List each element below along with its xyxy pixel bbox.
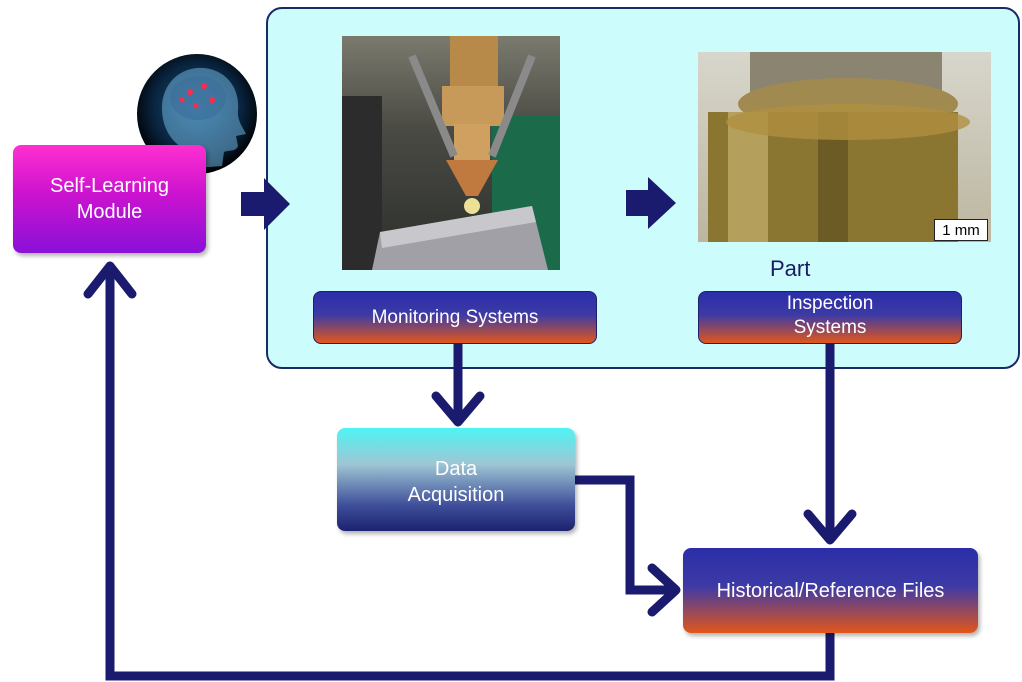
part-label: Part [770, 256, 811, 281]
data-acquisition-box: Data Acquisition [337, 428, 575, 531]
data-acquisition-label: Data Acquisition [407, 457, 505, 506]
arrow-to-data-acquisition [431, 391, 485, 427]
scale-bar: 1 mm [934, 219, 988, 241]
welded-part-drawing [708, 52, 970, 242]
arrow-to-self-learning [83, 261, 137, 299]
welded-part-photo [698, 52, 991, 242]
monitoring-systems-box: Monitoring Systems [313, 291, 597, 344]
historical-reference-files-label: Historical/Reference Files [716, 579, 945, 602]
deposition-nozzle-photo [342, 36, 560, 270]
self-learning-module-box: Self-Learning Module [13, 145, 206, 253]
deposition-nozzle-drawing [342, 36, 560, 270]
inspection-systems-label: Inspection Systems [786, 293, 874, 338]
arrow-to-historical-top [803, 509, 857, 545]
arrow-to-process [241, 178, 290, 230]
inspection-systems-box: Inspection Systems [698, 291, 962, 344]
feedback-loop [105, 266, 835, 681]
arrow-to-historical-left [647, 563, 681, 617]
arrow-to-part [626, 177, 676, 229]
historical-reference-files-box: Historical/Reference Files [683, 548, 978, 633]
